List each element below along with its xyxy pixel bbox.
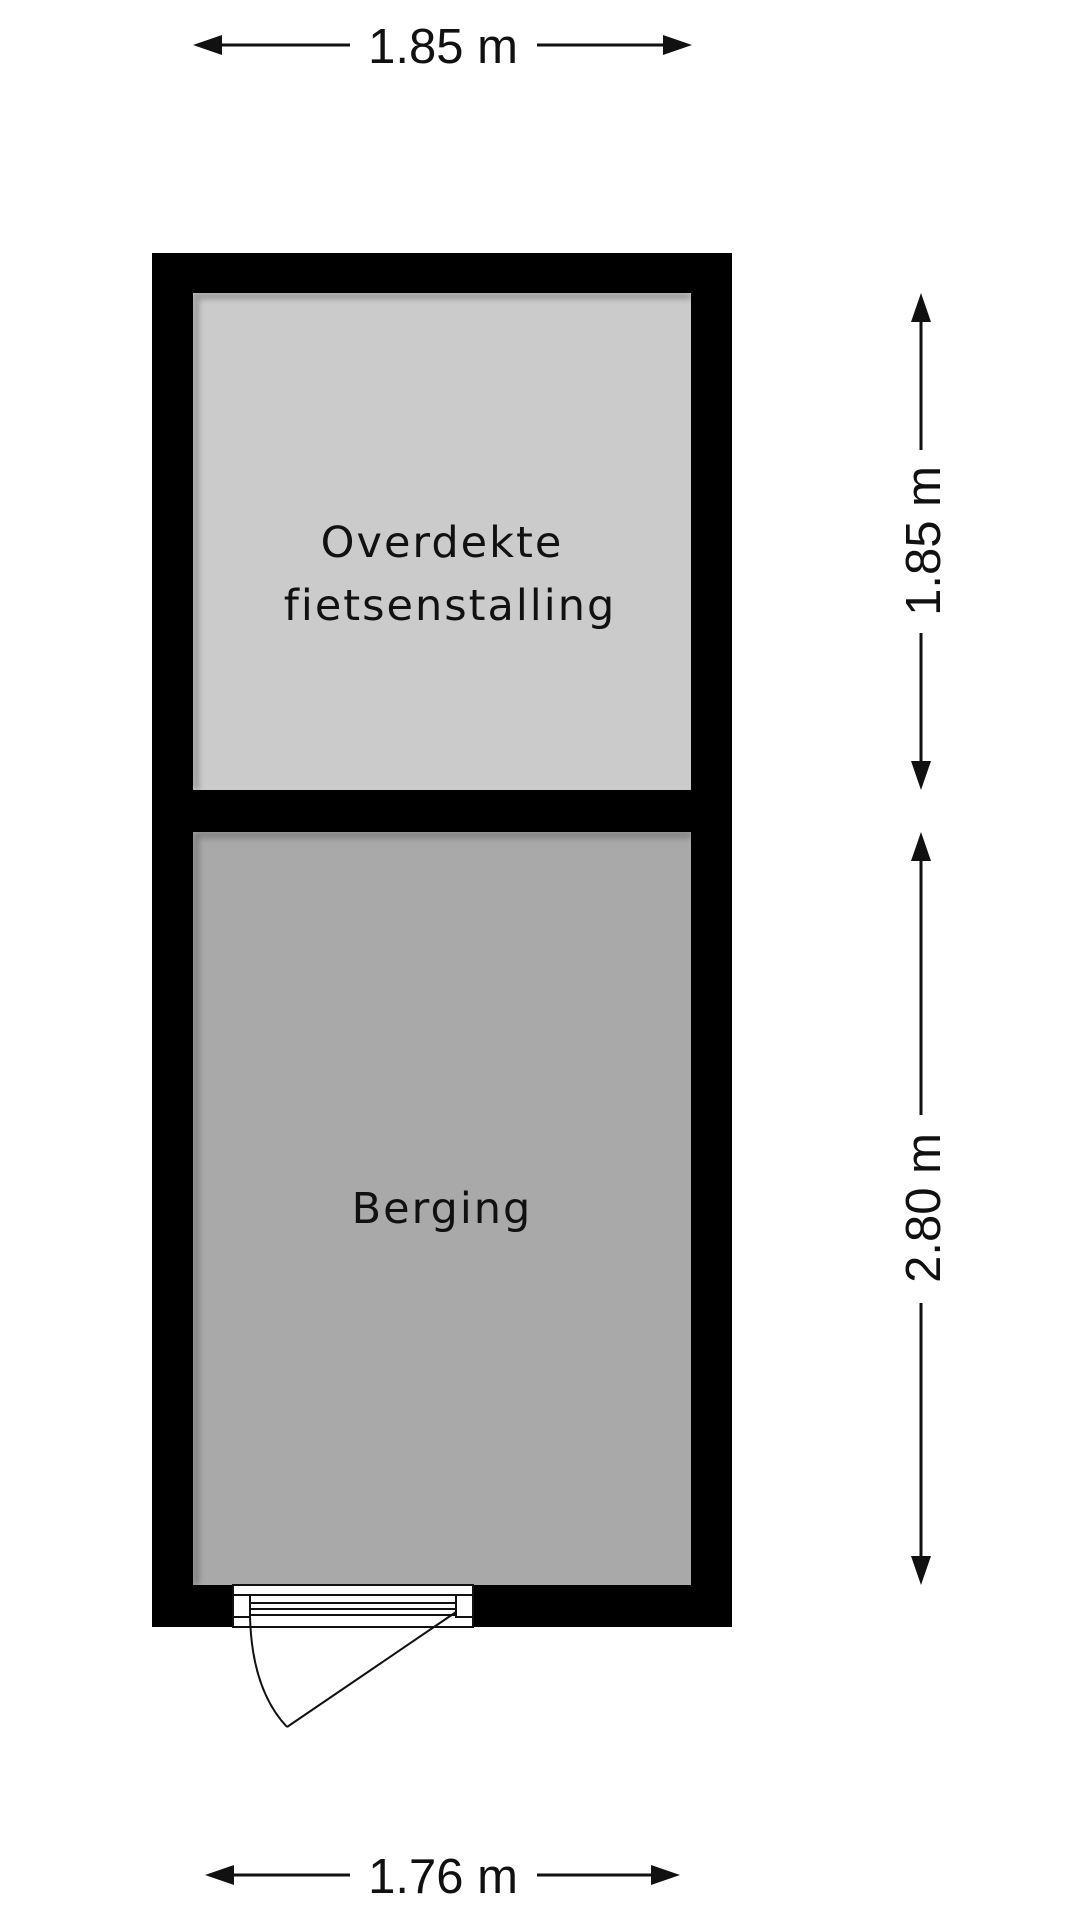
- door-swing-arc: [249, 1616, 288, 1728]
- wall-middle: [152, 790, 732, 832]
- walls: [152, 253, 732, 1627]
- top-width-label: 1.85 m: [368, 20, 518, 74]
- door-frame: [232, 1584, 474, 1628]
- door: [232, 1584, 474, 1728]
- wall-bottom-right: [473, 1585, 732, 1627]
- top-width-dimension: 1.85 m: [193, 20, 692, 74]
- wall-left: [152, 253, 193, 1627]
- storage-label: Berging: [352, 1184, 533, 1234]
- top-dimension-arrow-right: [663, 35, 692, 55]
- lower-height-dimension: 2.80 m: [897, 832, 951, 1585]
- door-leaf: [286, 1611, 457, 1728]
- storage-floor: [193, 832, 691, 1585]
- lower-height-label: 2.80 m: [897, 1133, 951, 1283]
- top-dimension-arrow-left: [193, 35, 222, 55]
- bottom-width-dimension: 1.76 m: [205, 1850, 680, 1904]
- wall-right: [691, 253, 732, 1627]
- wall-top: [152, 253, 732, 293]
- wall-bottom-left: [152, 1585, 233, 1627]
- bike-storage-label-line2: fietsenstalling: [284, 581, 617, 631]
- upper-height-label: 1.85 m: [897, 466, 951, 616]
- bike-storage-floor: [193, 293, 691, 790]
- bottom-width-label: 1.76 m: [368, 1850, 518, 1904]
- bike-storage-label-line1: Overdekte: [321, 518, 564, 568]
- upper-height-dimension: 1.85 m: [897, 293, 951, 790]
